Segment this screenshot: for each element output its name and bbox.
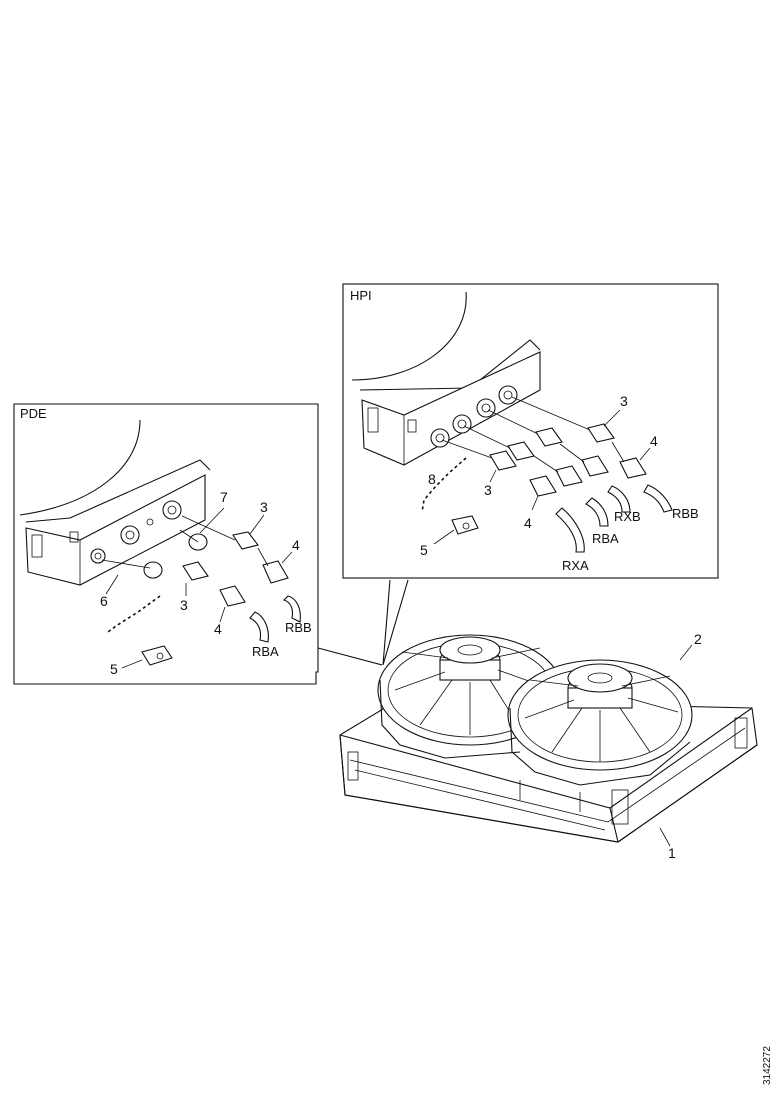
inset-hpi: HPI [342,283,719,579]
hpi-fitting-mid-a [487,409,563,447]
inset-pde-title: PDE [20,406,47,421]
pde-callout-6: 6 [100,593,108,609]
hose-rba [249,611,269,643]
hpi-callout-5: 5 [420,542,428,558]
hpi-hose-rxb [607,485,631,513]
hpi-callout-4-upper: 4 [650,433,658,449]
pde-code-rbb: RBB [285,620,312,635]
hpi-callout-8: 8 [428,471,436,487]
sensor-5 [107,595,173,669]
fitting-3-upper [181,514,265,550]
hose-rbb [282,595,301,623]
callout-1: 1 [668,845,676,861]
hpi-code-rxa: RXA [562,558,589,573]
right-fan [507,659,693,786]
hpi-fitting-3-lower [441,439,517,483]
hpi-fitting-4-upper [611,441,651,479]
radiator-fan-assembly [339,634,758,843]
figure-reference: 3142272 [762,1046,773,1085]
inset-pde: PDE [13,403,319,685]
hpi-code-rbb: RBB [672,506,699,521]
fitting-6 [101,559,163,595]
hpi-fittings [421,396,673,553]
pde-callout-3-lower: 3 [180,597,188,613]
pde-fittings [101,507,301,669]
pde-callout-4-upper: 4 [292,537,300,553]
pde-callout-4-lower: 4 [214,621,222,637]
pde-engine-block [19,419,211,586]
inset-hpi-title: HPI [350,288,372,303]
hpi-hose-rxa [555,507,585,553]
fitting-3-lower [182,561,209,596]
hpi-callout-4-lower: 4 [524,515,532,531]
inset-pointers [317,579,409,666]
hpi-engine-block [351,291,541,466]
hpi-fitting-low-b [533,455,583,487]
hpi-hose-rbb [643,484,673,513]
pde-callout-3-upper: 3 [260,499,268,515]
hpi-fitting-mid-b [559,443,609,477]
callout-2: 2 [694,631,702,647]
main-callouts: 1 2 [659,631,702,861]
pde-code-rba: RBA [252,644,279,659]
pde-callout-5: 5 [110,661,118,677]
fitting-4-upper [257,547,293,584]
pde-callout-7: 7 [220,489,228,505]
hpi-code-rba: RBA [592,531,619,546]
hpi-code-rxb: RXB [614,509,641,524]
hpi-fitting-3-upper [511,396,621,443]
fitting-7 [179,507,225,551]
hpi-callout-3-upper: 3 [620,393,628,409]
hpi-callout-3-lower: 3 [484,482,492,498]
fitting-4-lower [219,585,246,623]
hpi-sensor-5 [421,457,479,545]
hpi-fitting-4-lower [529,475,557,511]
hpi-hose-rba [585,497,609,527]
